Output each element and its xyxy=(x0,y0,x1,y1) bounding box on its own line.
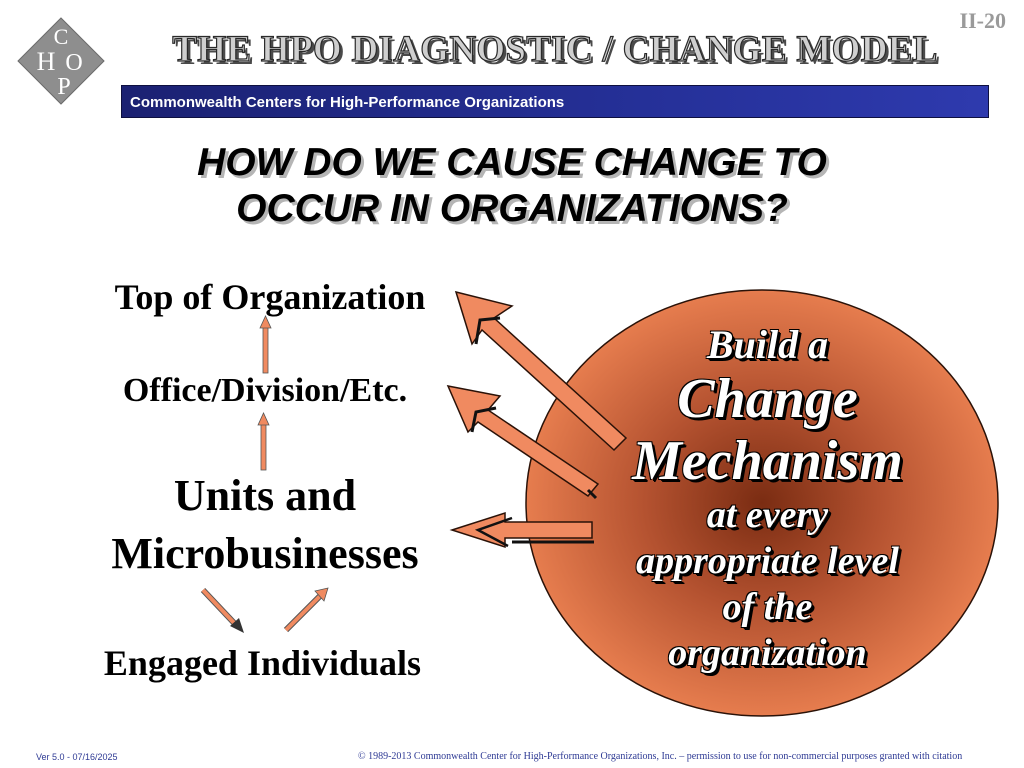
arrow-individuals-to-units xyxy=(283,587,329,633)
copyright-notice: © 1989-2013 Commonwealth Center for High… xyxy=(358,751,963,762)
logo-letter-h: H xyxy=(37,47,56,76)
page-number: II-20 xyxy=(959,8,1006,33)
organization-banner: Commonwealth Centers for High-Performanc… xyxy=(121,85,989,118)
arrow-units-to-office xyxy=(257,412,270,471)
oval-line-of-the: of the xyxy=(722,586,813,628)
arrow-oval-to-office xyxy=(446,384,600,500)
main-question: HOW DO WE CAUSE CHANGE TO OCCUR IN ORGAN… xyxy=(60,140,964,232)
slide-title: THE HPO DIAGNOSTIC / CHANGE MODEL xyxy=(172,28,938,70)
banner-text: Commonwealth Centers for High-Performanc… xyxy=(130,94,565,111)
arrow-units-to-individuals xyxy=(200,587,244,633)
level-office-division: Office/Division/Etc. xyxy=(122,372,408,409)
logo-letter-p: P xyxy=(57,74,70,100)
version-label: Ver 5.0 - 07/16/2025 xyxy=(36,752,118,762)
level-engaged-individuals: Engaged Individuals xyxy=(103,643,422,683)
oval-line-organization: organization xyxy=(668,632,867,674)
oval-text: Build a Change Mechanism at every approp… xyxy=(585,322,950,676)
units-line-1: Units and xyxy=(173,471,357,520)
logo-letter-o: O xyxy=(65,50,82,76)
units-line-2: Microbusinesses xyxy=(111,529,419,578)
arrow-office-to-top xyxy=(259,315,272,374)
level-top-of-organization: Top of Organization xyxy=(114,277,426,317)
oval-line-build: Build a xyxy=(706,322,829,367)
level-units-microbusinesses: Units and Microbusinesses xyxy=(70,467,460,583)
oval-line-change: Change xyxy=(677,368,858,430)
arrow-oval-to-units xyxy=(449,511,594,549)
oval-line-at-every: at every xyxy=(706,494,829,536)
oval-line-mechanism: Mechanism xyxy=(632,430,903,492)
question-line-1: HOW DO WE CAUSE CHANGE TO xyxy=(197,141,827,184)
oval-line-appropriate: appropriate level xyxy=(636,540,899,582)
logo-letter-c: C xyxy=(54,24,69,49)
hpo-logo: C H P O xyxy=(17,17,105,105)
question-line-2: OCCUR IN ORGANIZATIONS? xyxy=(236,187,788,230)
